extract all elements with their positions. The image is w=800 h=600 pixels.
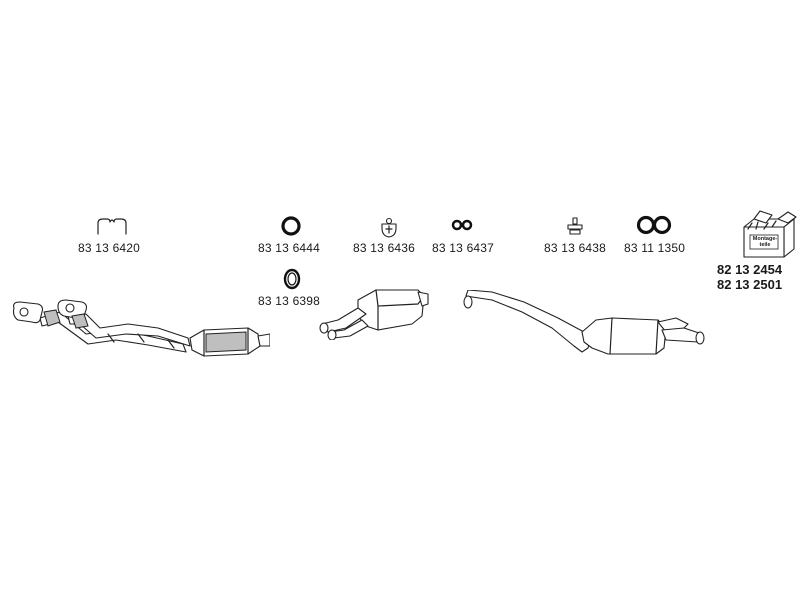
part-number: 83 13 6398 — [258, 294, 321, 308]
part-number: 83 11 1350 — [624, 241, 686, 255]
rubber-hanger-icon — [378, 216, 400, 240]
kit-number: 82 13 2454 — [717, 262, 783, 277]
part-number: 83 13 6437 — [432, 241, 495, 255]
center-silencer — [318, 286, 430, 340]
front-pipe-catalytic-converter — [8, 290, 270, 366]
part-number: 83 13 6444 — [258, 241, 321, 255]
mounting-kit-box-icon: Montage-teile — [738, 209, 800, 259]
kit-number: 82 13 2501 — [717, 277, 783, 292]
mount-bracket-icon — [564, 215, 586, 237]
double-ring-icon — [636, 214, 672, 236]
rear-silencer — [462, 290, 710, 360]
part-number: 83 13 6420 — [78, 241, 141, 255]
ring-gasket-icon — [280, 215, 302, 237]
clamp-u-icon — [95, 216, 129, 236]
flange-gasket-icon — [282, 268, 302, 290]
part-number: 83 13 6436 — [353, 241, 416, 255]
double-hanger-icon — [451, 216, 473, 234]
part-number: 83 13 6438 — [544, 241, 607, 255]
kit-label: Montage-teile — [752, 236, 778, 248]
